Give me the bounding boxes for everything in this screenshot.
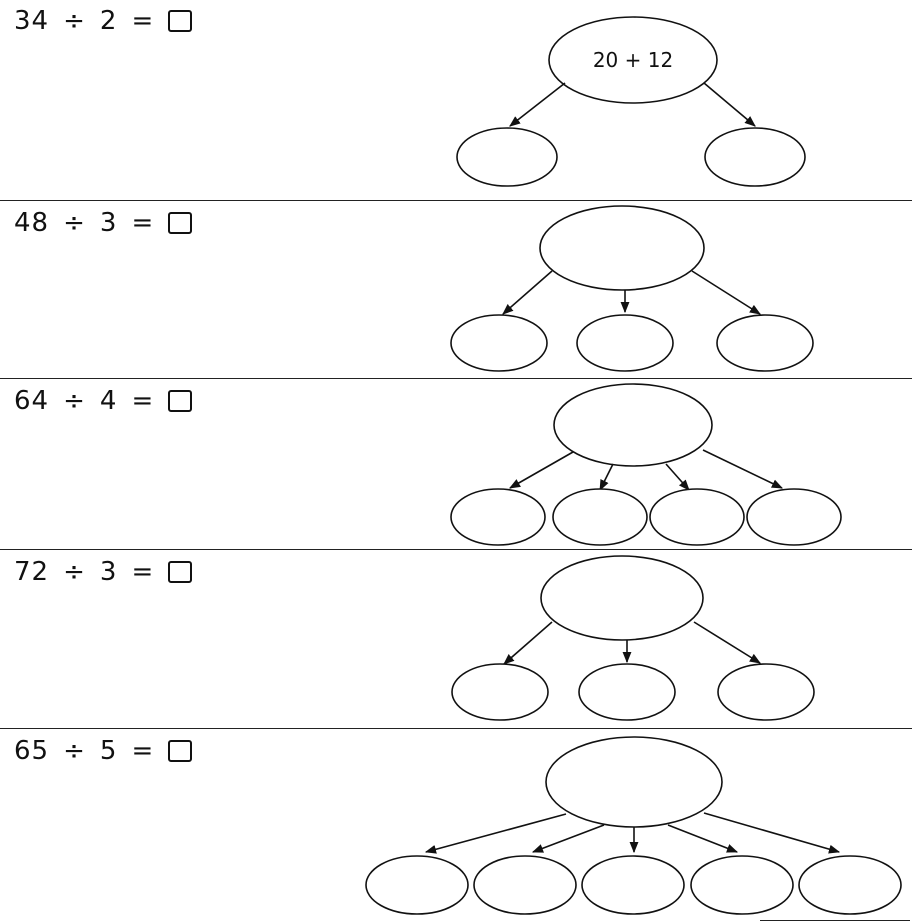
root-label: 20 + 12: [592, 48, 674, 72]
part-ellipse[interactable]: [451, 663, 549, 721]
divisor: 4: [99, 386, 118, 416]
equation-2: 48 ÷ 3 =: [14, 208, 193, 238]
root-ellipse[interactable]: [545, 736, 723, 828]
branch-arrow: [691, 270, 761, 315]
problem-1: 34 ÷ 2 = 20 + 12: [0, 0, 917, 200]
part-ellipse[interactable]: [649, 488, 745, 546]
divide-sign: ÷: [63, 386, 86, 416]
divide-sign: ÷: [63, 208, 86, 238]
branch-arrow: [703, 82, 756, 127]
part-ellipse[interactable]: [704, 127, 806, 187]
divisor: 3: [99, 557, 118, 587]
root-ellipse[interactable]: [553, 383, 713, 467]
dividend: 34: [14, 6, 50, 36]
part-ellipse[interactable]: [717, 663, 815, 721]
decomposition-tree-2: [450, 205, 814, 372]
equals-sign: =: [131, 736, 155, 766]
equals-sign: =: [131, 208, 155, 238]
answer-box[interactable]: [168, 212, 193, 234]
branch-arrow: [665, 463, 690, 491]
branch-arrow: [502, 270, 553, 315]
equation-4: 72 ÷ 3 =: [14, 557, 193, 587]
decomposition-tree-4: [451, 555, 815, 721]
decomposition-tree-1: [456, 16, 806, 187]
part-ellipse[interactable]: [456, 127, 558, 187]
part-ellipse[interactable]: [716, 314, 814, 372]
answer-box[interactable]: [168, 740, 193, 762]
branch-arrow: [667, 824, 739, 853]
equation-5: 65 ÷ 5 =: [14, 736, 193, 766]
problem-2: 48 ÷ 3 =: [0, 202, 917, 378]
answer-box[interactable]: [168, 10, 193, 32]
part-ellipse[interactable]: [798, 855, 902, 915]
root-ellipse[interactable]: [548, 16, 718, 104]
divide-sign: ÷: [63, 6, 86, 36]
part-ellipse[interactable]: [450, 314, 548, 372]
divide-sign: ÷: [63, 736, 86, 766]
divisor: 2: [99, 6, 118, 36]
branch-arrow: [702, 449, 784, 489]
branch-arrow: [599, 463, 614, 492]
dividend: 64: [14, 386, 50, 416]
branch-arrow: [503, 621, 553, 665]
equation-3: 64 ÷ 4 =: [14, 386, 193, 416]
divider: [0, 378, 912, 379]
root-ellipse[interactable]: [539, 205, 705, 291]
equals-sign: =: [131, 557, 155, 587]
part-ellipse[interactable]: [552, 488, 648, 546]
branch-arrow: [509, 451, 574, 489]
root-ellipse[interactable]: [540, 555, 704, 641]
divide-sign: ÷: [63, 557, 86, 587]
dividend: 48: [14, 208, 50, 238]
divisor: 5: [99, 736, 118, 766]
dividend: 65: [14, 736, 50, 766]
part-ellipse[interactable]: [450, 488, 546, 546]
equals-sign: =: [131, 6, 155, 36]
part-ellipse[interactable]: [690, 855, 794, 915]
part-ellipse[interactable]: [746, 488, 842, 546]
part-ellipse[interactable]: [365, 855, 469, 915]
answer-box[interactable]: [168, 390, 193, 412]
part-ellipse[interactable]: [578, 663, 676, 721]
divider: [0, 728, 912, 729]
decomposition-tree-3: [450, 383, 842, 546]
decomposition-tree-5: [365, 736, 902, 915]
dividend: 72: [14, 557, 50, 587]
divisor: 3: [99, 208, 118, 238]
problem-3: 64 ÷ 4 =: [0, 380, 917, 549]
part-ellipse[interactable]: [581, 855, 685, 915]
branch-arrow: [424, 813, 567, 854]
problem-5: 65 ÷ 5 =: [0, 730, 917, 924]
answer-box[interactable]: [168, 561, 193, 583]
part-ellipse[interactable]: [576, 314, 674, 372]
branch-arrow: [509, 82, 566, 127]
equals-sign: =: [131, 386, 155, 416]
divider: [760, 920, 910, 921]
divider: [0, 200, 912, 201]
part-ellipse[interactable]: [473, 855, 577, 915]
divider: [0, 549, 912, 550]
branch-arrow: [693, 621, 761, 664]
branch-arrow: [531, 824, 605, 853]
branch-arrow: [703, 812, 841, 854]
problem-4: 72 ÷ 3 =: [0, 551, 917, 728]
equation-1: 34 ÷ 2 =: [14, 6, 193, 36]
